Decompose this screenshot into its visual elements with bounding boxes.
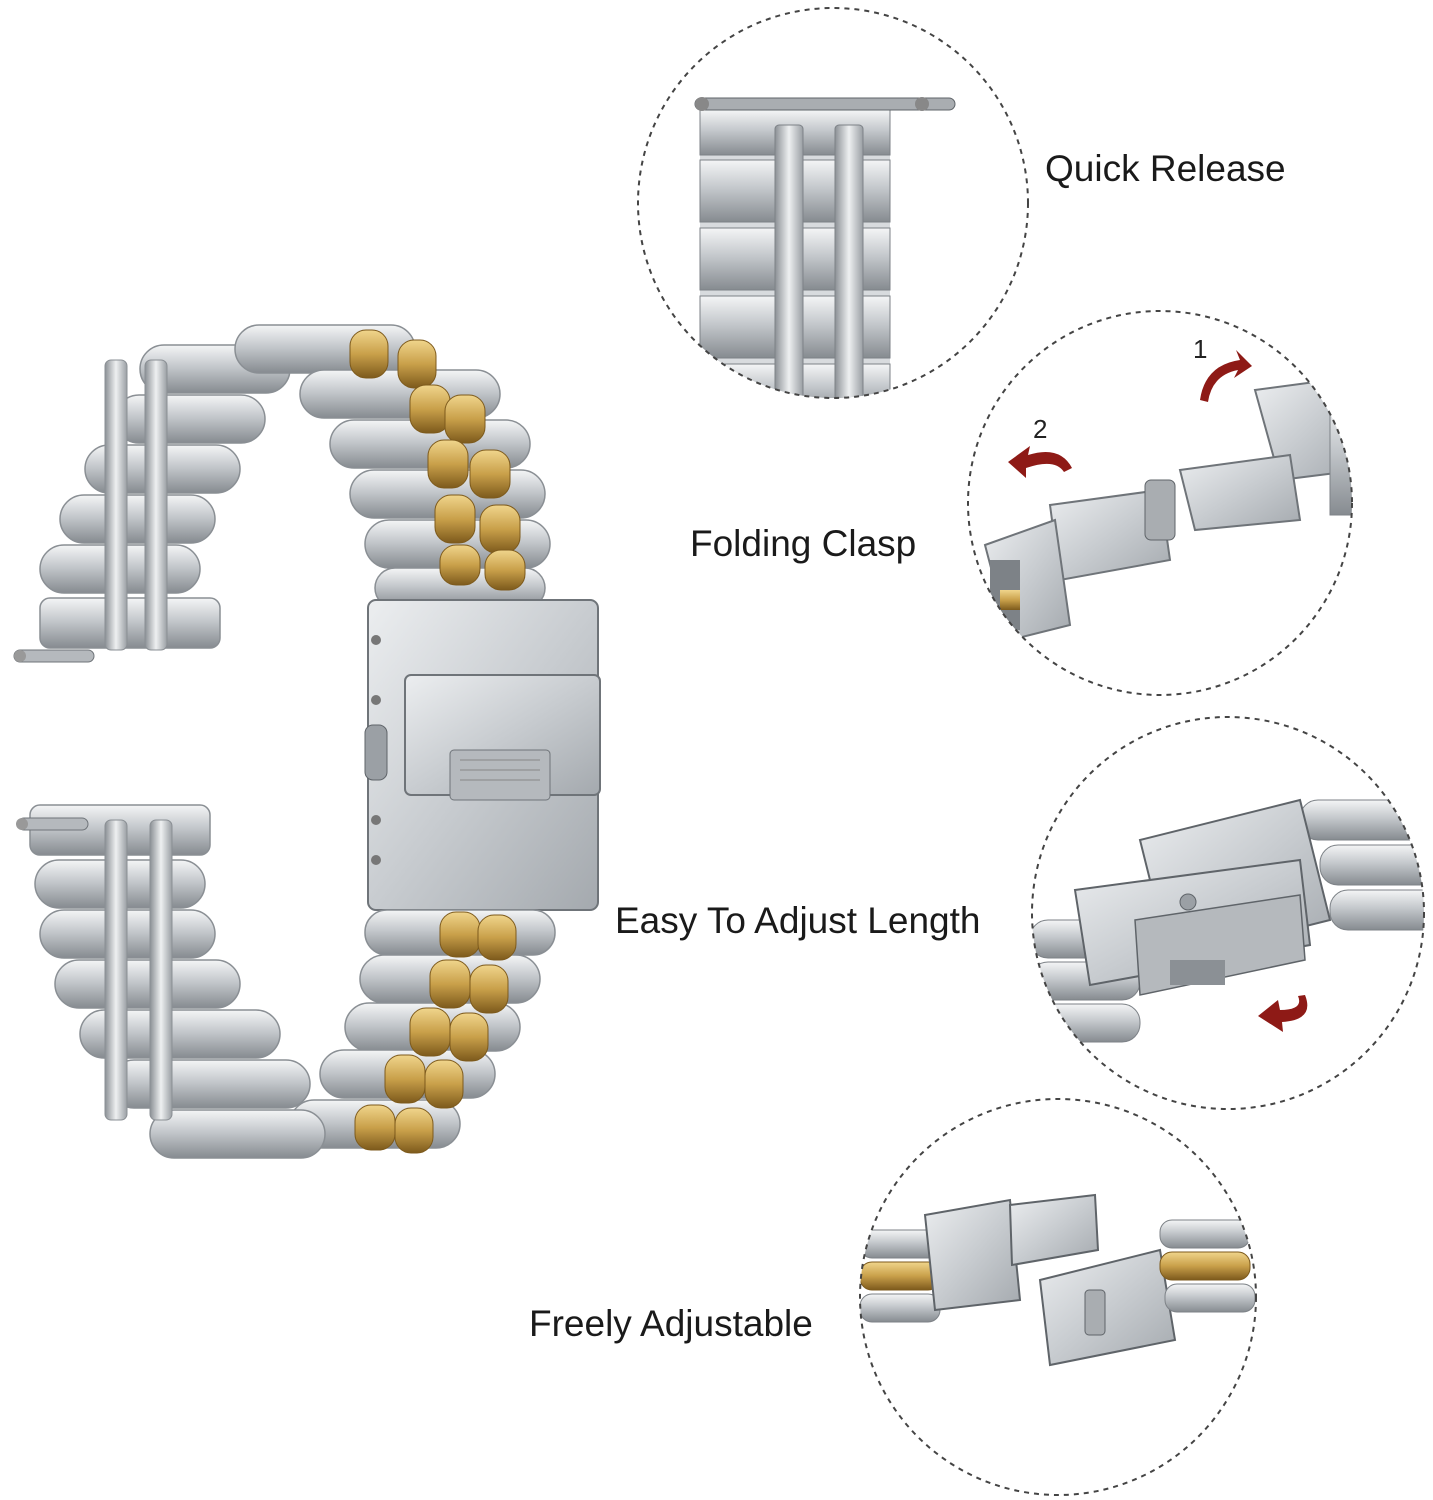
feature-label-quick-release: Quick Release (1045, 148, 1286, 189)
band-upper-links (13, 344, 291, 663)
band-clasp (364, 599, 601, 911)
quick-release-detail (637, 7, 1029, 399)
feature-label-folding-clasp: Folding Clasp (690, 523, 917, 564)
curved-arrow-icon (1258, 995, 1308, 1032)
step-number-2: 2 (1033, 414, 1047, 444)
band-lower-right-links (289, 909, 556, 1154)
freely-adjustable-detail (859, 1098, 1257, 1496)
folding-clasp-detail: 1 2 (967, 310, 1353, 696)
band-lower-left-links (16, 804, 326, 1159)
curved-arrow-icon (1008, 446, 1072, 478)
adjust-length-detail (1031, 716, 1425, 1110)
band-upper-right-links (234, 324, 551, 609)
feature-label-freely-adjustable: Freely Adjustable (529, 1303, 813, 1344)
watch-band-main (13, 324, 601, 1159)
feature-label-adjust-length: Easy To Adjust Length (615, 900, 981, 941)
curved-arrow-icon (1200, 350, 1252, 402)
step-number-1: 1 (1193, 334, 1207, 364)
